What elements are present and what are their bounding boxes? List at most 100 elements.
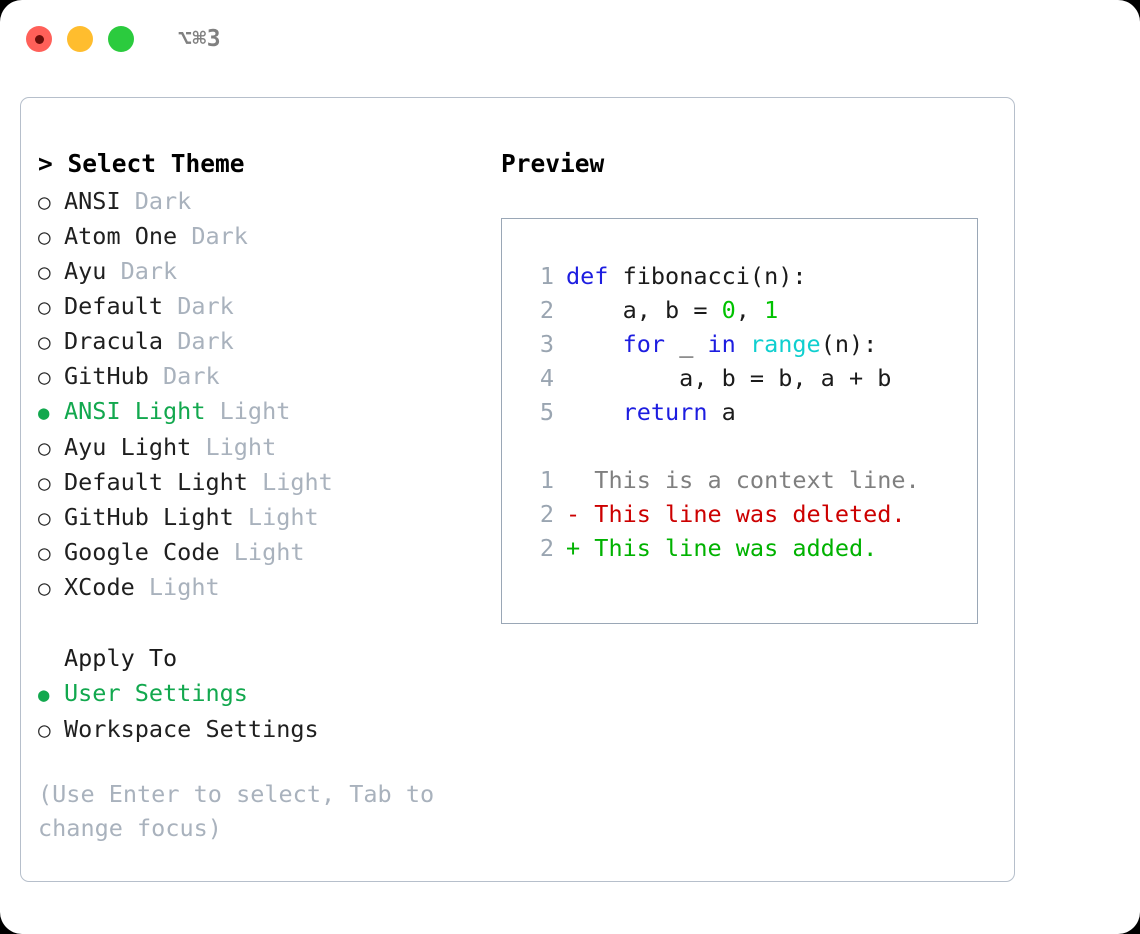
line-number: 1 — [539, 466, 554, 494]
radio-unselected-icon[interactable]: ○ — [38, 190, 51, 214]
diff-text: This is a context line. — [566, 466, 920, 494]
theme-variant-tag: Dark — [106, 257, 178, 285]
theme-option-default-light[interactable]: ○ Default Light Light — [38, 465, 488, 500]
radio-selected-icon[interactable]: ● — [38, 684, 50, 706]
theme-variant-tag: Light — [219, 538, 305, 566]
theme-name: Google Code — [64, 538, 220, 566]
code-line: 2 a, b = 0, 1 — [520, 293, 977, 327]
keyboard-shortcut-label: ⌥⌘3 — [178, 26, 222, 52]
theme-name: Default — [64, 292, 164, 320]
code-token — [566, 327, 623, 361]
theme-variant-tag: Light — [205, 397, 291, 425]
theme-variant-tag: Light — [247, 468, 333, 496]
theme-list-pane: > Select Theme ○ANSI Dark○Atom One Dark○… — [38, 146, 488, 845]
radio-unselected-icon[interactable]: ○ — [38, 295, 51, 319]
code-token: range — [749, 330, 821, 358]
theme-option-xcode[interactable]: ○XCode Light — [38, 570, 488, 605]
code-token — [736, 327, 750, 361]
theme-name: XCode — [64, 573, 135, 601]
code-line: 3 for _ in range(n): — [520, 327, 977, 361]
diff-line: 2 + This line was added. — [520, 531, 977, 565]
close-button[interactable] — [26, 26, 52, 52]
radio-unselected-icon[interactable]: ○ — [38, 365, 51, 389]
radio-unselected-icon[interactable]: ○ — [38, 506, 51, 530]
radio-selected-icon[interactable]: ● — [38, 402, 50, 424]
theme-name: GitHub — [64, 362, 149, 390]
theme-name: Default Light — [64, 468, 248, 496]
line-number: 2 — [539, 296, 554, 324]
code-diff-separator — [520, 429, 977, 463]
theme-variant-tag: Dark — [120, 187, 192, 215]
radio-unselected-icon[interactable]: ○ — [38, 436, 51, 460]
apply-to-options[interactable]: ● User Settings ○ Workspace Settings — [38, 676, 488, 747]
diff-line: 2- This line was deleted. — [520, 497, 977, 531]
apply-option-label: User Settings — [64, 679, 248, 707]
keyboard-hint: (Use Enter to select, Tab to change focu… — [38, 780, 435, 842]
theme-variant-tag: Light — [191, 433, 277, 461]
theme-option-google-code[interactable]: ○ Google Code Light — [38, 535, 488, 570]
code-line: 5 return a — [520, 395, 977, 429]
apply-to-label: Apply To — [64, 644, 178, 672]
code-token: a — [707, 398, 736, 426]
theme-option-default[interactable]: ○ Default Dark — [38, 289, 488, 324]
radio-unselected-icon[interactable]: ○ — [38, 576, 51, 600]
theme-name: Dracula — [64, 327, 164, 355]
theme-name: Atom One — [64, 222, 178, 250]
theme-selector-card: > Select Theme ○ANSI Dark○Atom One Dark○… — [20, 97, 1015, 882]
theme-variant-tag: Light — [233, 503, 319, 531]
theme-variant-tag: Dark — [177, 222, 248, 250]
code-token: return — [622, 398, 708, 426]
theme-option-dracula[interactable]: ○ Dracula Dark — [38, 324, 488, 359]
theme-variant-tag: Dark — [163, 327, 234, 355]
diff-text: - This line was deleted. — [566, 500, 906, 528]
theme-option-ayu-light[interactable]: ○ Ayu Light Light — [38, 430, 488, 465]
radio-unselected-icon[interactable]: ○ — [38, 718, 51, 742]
theme-name: Ayu — [64, 257, 107, 285]
apply-option-workspace-settings[interactable]: ○ Workspace Settings — [38, 712, 488, 747]
code-token: def — [566, 262, 609, 290]
diff-text: + This line was added. — [566, 534, 878, 562]
line-number: 1 — [539, 262, 554, 290]
theme-name: Ayu Light — [64, 433, 192, 461]
radio-unselected-icon[interactable]: ○ — [38, 471, 51, 495]
minimize-button[interactable] — [67, 26, 93, 52]
radio-unselected-icon[interactable]: ○ — [38, 260, 51, 284]
radio-unselected-icon[interactable]: ○ — [38, 225, 51, 249]
theme-variant-tag: Dark — [163, 292, 234, 320]
theme-name: GitHub Light — [64, 503, 234, 531]
line-number: 2 — [539, 534, 554, 562]
code-token: a, b = b, a + b — [566, 364, 892, 392]
radio-unselected-icon[interactable]: ○ — [38, 330, 51, 354]
preview-heading: Preview — [501, 149, 605, 178]
theme-name: ANSI — [64, 187, 121, 215]
theme-option-ansi[interactable]: ○ ANSI Dark — [38, 184, 488, 219]
title-bar: ⌥⌘3 — [0, 0, 1140, 78]
radio-unselected-icon[interactable]: ○ — [38, 541, 51, 565]
code-token: in — [707, 330, 736, 358]
theme-option-ansi-light[interactable]: ●ANSI Light Light — [38, 394, 488, 430]
theme-variant-tag: Dark — [148, 362, 220, 390]
heading-indent: ○ — [38, 642, 64, 676]
apply-to-heading: ○Apply To — [38, 641, 488, 676]
code-token: for — [622, 330, 666, 358]
theme-option-ayu[interactable]: ○ Ayu Dark — [38, 254, 488, 289]
theme-option-github[interactable]: ○ GitHub Dark — [38, 359, 488, 394]
maximize-button[interactable] — [108, 26, 134, 52]
code-token: (n): — [820, 330, 878, 358]
code-line: 4 a, b = b, a + b — [520, 361, 977, 395]
theme-option-github-light[interactable]: ○ GitHub Light Light — [38, 500, 488, 535]
code-token — [566, 395, 623, 429]
theme-option-atom-one[interactable]: ○ Atom One Dark — [38, 219, 488, 254]
diff-line: 1 This is a context line. — [520, 463, 977, 497]
theme-list[interactable]: ○ ANSI Dark ○ Atom One Dark ○ Ayu Dark ○ Defaul… — [38, 184, 488, 605]
apply-option-label: Workspace Settings — [64, 715, 319, 743]
apply-option-user-settings[interactable]: ● User Settings — [38, 676, 488, 712]
code-token: , — [735, 296, 765, 324]
diff-sample: 1 This is a context line.2- This line wa… — [520, 463, 977, 565]
code-token: a, b = — [566, 296, 722, 324]
